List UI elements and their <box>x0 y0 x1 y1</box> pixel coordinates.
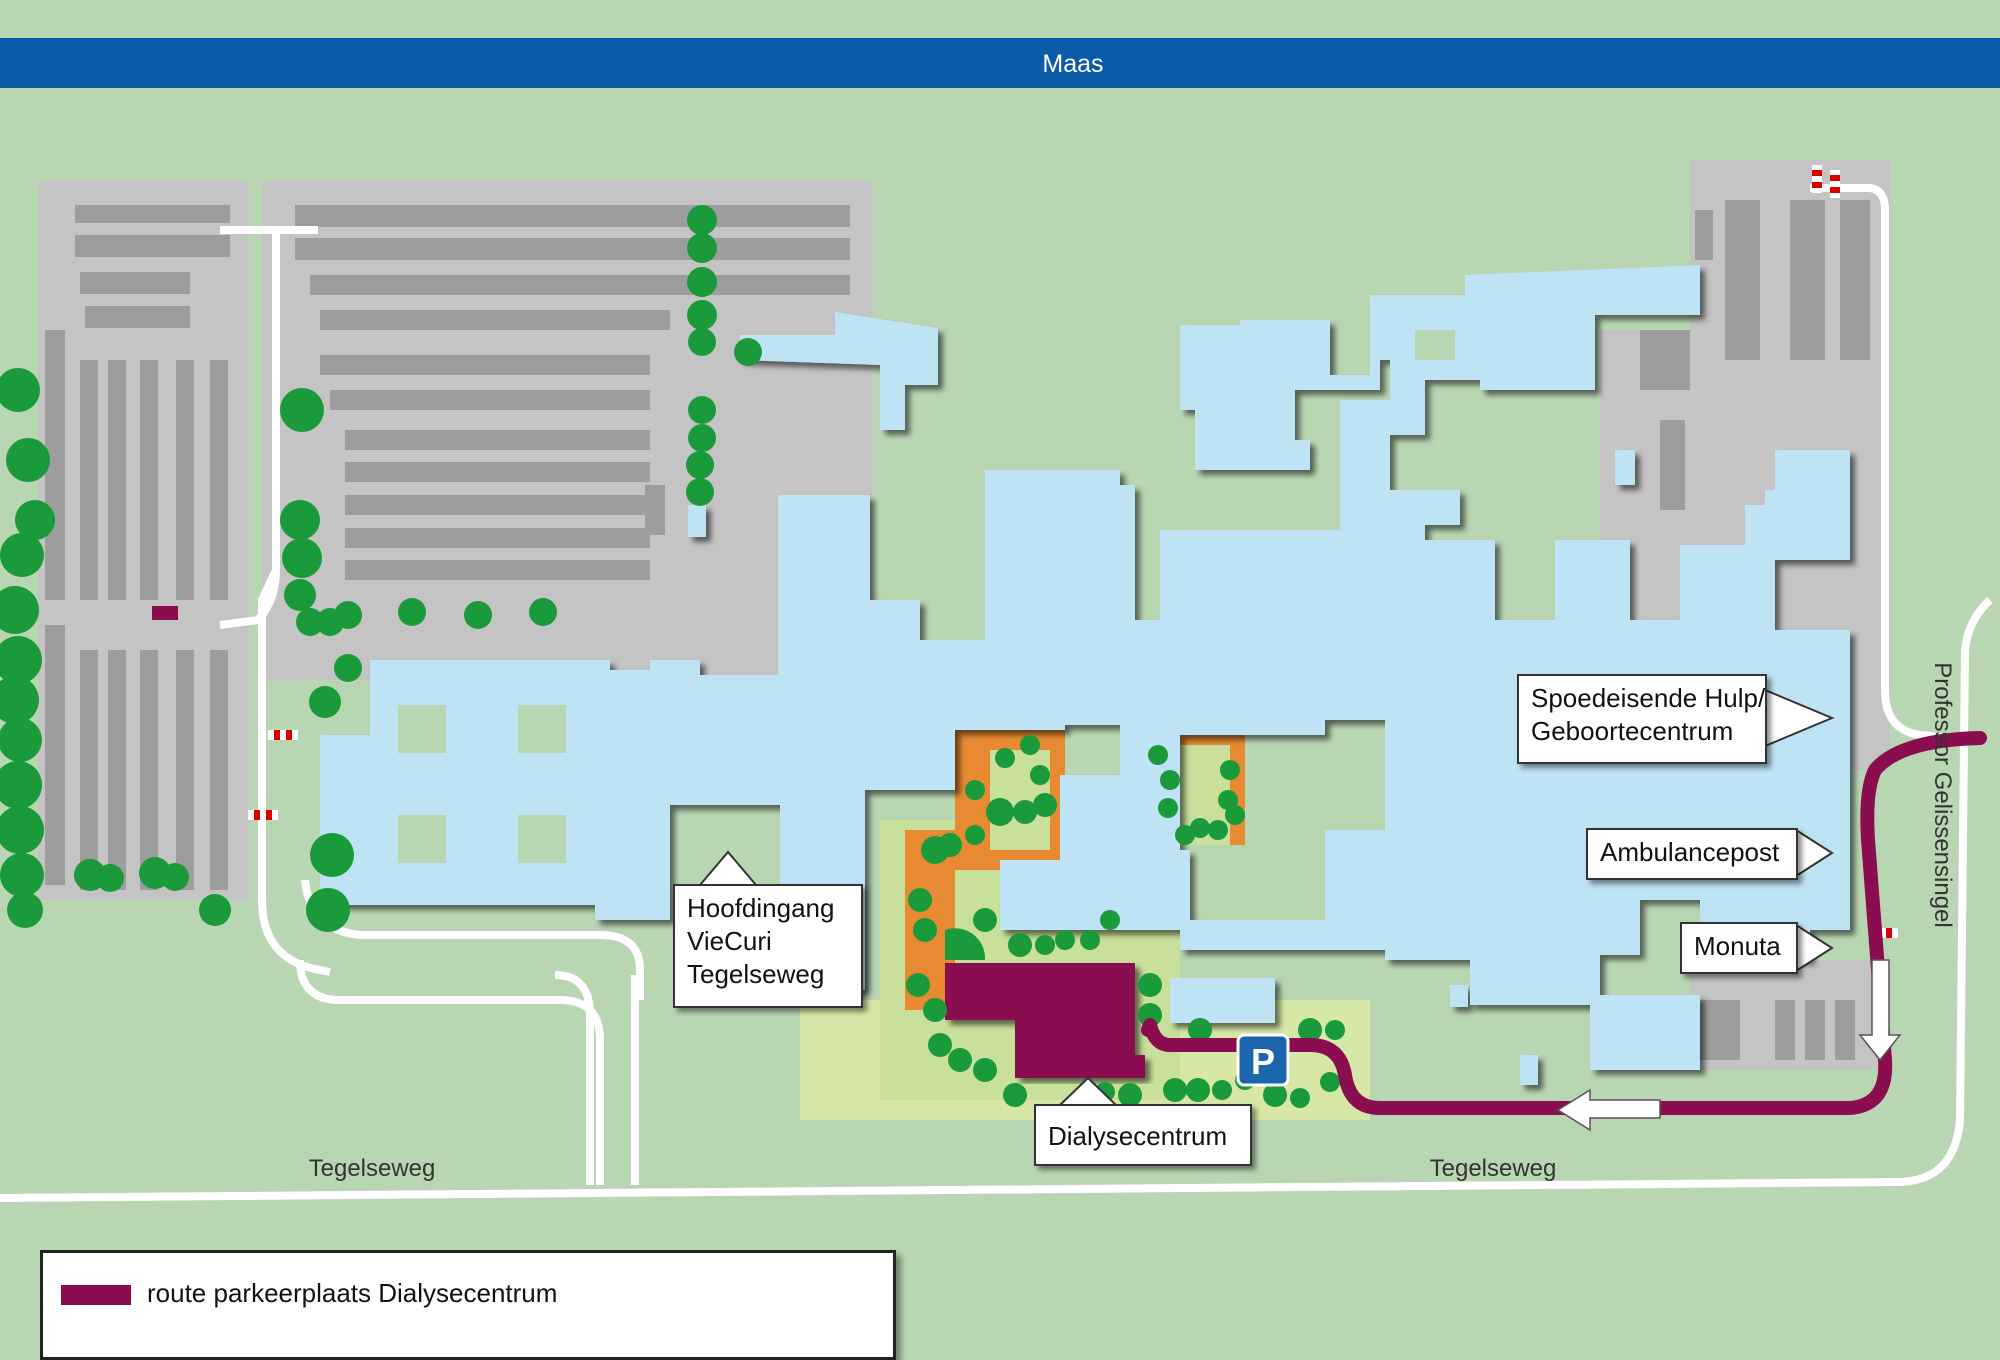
legend-route-label: route parkeerplaats Dialysecentrum <box>147 1278 558 1308</box>
callout-monuta: Monuta <box>1680 922 1798 974</box>
callout-ambulance-post: Ambulancepost <box>1586 828 1798 880</box>
callout-monuta-label: Monuta <box>1694 931 1781 961</box>
callout-entrance-line-2: VieCuri <box>687 926 772 956</box>
river-maas <box>0 38 2000 88</box>
callout-ambulance-label: Ambulancepost <box>1600 837 1780 867</box>
trees <box>0 205 1345 1108</box>
callout-main-entrance: Hoofdingang VieCuri Tegelseweg <box>673 884 863 1008</box>
callout-emergency-line-1: Spoedeisende Hulp/ <box>1531 683 1766 713</box>
street-label-west: Tegelseweg <box>309 1155 436 1182</box>
callout-dialysis-label: Dialysecentrum <box>1048 1121 1228 1151</box>
callout-entrance-line-1: Hoofdingang <box>687 893 835 923</box>
hospital-buildings <box>320 265 1850 1085</box>
legend-route-swatch <box>61 1285 131 1305</box>
callout-entrance-line-3: Tegelseweg <box>687 959 825 989</box>
callout-pointers <box>697 688 1835 1106</box>
parking-sign-letter: P <box>1251 1041 1275 1082</box>
street-label-south: Tegelseweg <box>1430 1155 1557 1182</box>
parking-marker <box>152 606 178 620</box>
dialysis-centre-building <box>945 963 1145 1078</box>
map-legend: route parkeerplaats Dialysecentrum <box>40 1250 896 1360</box>
river-label: Maas <box>1042 50 1103 78</box>
street-label-east: Professor Gelissensingel <box>1929 662 1956 927</box>
courtyards <box>398 490 1805 863</box>
parking-sign: P <box>1236 1033 1290 1087</box>
callout-emergency-line-2: Geboortecentrum <box>1531 716 1734 746</box>
callout-emergency-birth-centre: Spoedeisende Hulp/ Geboortecentrum <box>1517 674 1767 764</box>
service-roads <box>0 184 1993 1202</box>
callout-dialysis-centre: Dialysecentrum <box>1034 1104 1252 1166</box>
route-arrows <box>1556 959 1902 1132</box>
